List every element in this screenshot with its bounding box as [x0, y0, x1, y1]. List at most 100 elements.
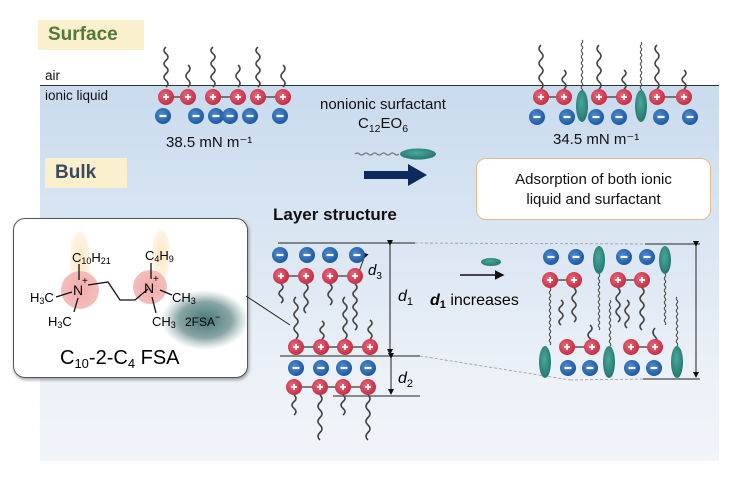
counterion-label: 2FSA− — [185, 312, 220, 329]
charge-left: + — [82, 276, 88, 287]
plus-icon — [352, 273, 358, 279]
plus-icon — [327, 273, 333, 279]
alkyl-chain — [303, 283, 309, 314]
alkyl-chain — [340, 394, 346, 416]
d1-label: d1 — [398, 288, 413, 308]
right-methyl-2: CH3 — [152, 314, 176, 330]
plus-icon — [639, 277, 645, 283]
plus-icon — [621, 94, 627, 100]
left-methyl-1: H3C — [30, 290, 54, 306]
cation-highlight-right — [133, 270, 167, 304]
d2-label: d2 — [398, 370, 413, 390]
plus-icon — [210, 94, 216, 100]
plus-icon — [596, 94, 602, 100]
surfactant-tail — [639, 41, 643, 93]
surfactant-head — [603, 346, 615, 378]
alkyl-chain — [293, 296, 299, 340]
plus-icon — [538, 94, 544, 100]
alkyl-chain — [681, 69, 687, 90]
surfactant-head — [576, 90, 588, 122]
alkyl-chain — [538, 44, 544, 90]
left-chain-formula: C10H21 — [72, 250, 111, 266]
surfactant-tail — [548, 287, 552, 346]
plus-icon — [342, 344, 348, 350]
plus-icon — [340, 384, 346, 390]
molecular-layers — [155, 39, 698, 441]
plus-icon — [293, 344, 299, 350]
plus-icon — [628, 344, 634, 350]
alkyl-chain — [596, 44, 602, 90]
adsorption-callout: Adsorption of both ionic liquid and surf… — [476, 158, 711, 220]
surfactant-head — [635, 90, 647, 122]
plus-icon — [571, 277, 577, 283]
alkyl-chain — [367, 319, 373, 340]
alkyl-chain — [342, 296, 348, 340]
alkyl-chain — [280, 64, 286, 88]
alkyl-chain — [624, 299, 630, 329]
fsa-anion-cloud — [161, 290, 249, 350]
alkyl-chain — [235, 64, 241, 88]
alkyl-chain — [319, 320, 325, 340]
surfactant-addition-arrow — [354, 148, 436, 186]
plus-icon — [367, 344, 373, 350]
ionic-liquid-label: ionic liquid — [45, 88, 109, 103]
alkyl-chain — [278, 283, 284, 304]
small-surfactant-icon — [481, 258, 501, 266]
alkyl-chain — [558, 299, 564, 326]
plus-icon — [280, 94, 286, 100]
plus-icon — [654, 94, 660, 100]
surfactant-name: nonionic surfactant — [320, 96, 446, 113]
d1-increase-arrow — [460, 258, 505, 280]
alkyl-chain — [352, 283, 358, 331]
bulk-tag: Bulk — [45, 158, 127, 188]
plus-icon — [291, 384, 297, 390]
plus-icon — [681, 94, 687, 100]
plus-icon — [303, 273, 309, 279]
surfactant-head — [671, 346, 683, 378]
plus-icon — [185, 94, 191, 100]
alkyl-chain — [654, 44, 660, 90]
leader-line — [245, 295, 291, 326]
right-methyl-1: CH3 — [172, 290, 196, 306]
alkyl-chain — [639, 287, 645, 331]
d1-increases-label: d1 increases — [430, 292, 519, 311]
nitrogen-right: N — [144, 280, 154, 296]
plus-icon — [561, 94, 567, 100]
surfactant-tail — [597, 273, 601, 331]
alkyl-chain — [317, 394, 323, 441]
alkyl-chain — [255, 46, 261, 88]
charge-right: + — [153, 274, 159, 285]
alkyl-chain — [210, 46, 216, 88]
plus-icon — [365, 384, 371, 390]
alkyl-chain — [327, 283, 333, 306]
plus-icon — [589, 344, 595, 350]
surfactant-icon — [400, 148, 436, 160]
surfactant-head — [539, 346, 551, 378]
surfactant-tail — [663, 273, 667, 326]
surface-tag: Surface — [38, 20, 144, 50]
surfactant-tail — [675, 296, 679, 347]
alkyl-chain — [615, 287, 621, 323]
cation-highlight-left — [61, 271, 99, 309]
surfactant-tail — [580, 39, 584, 93]
plus-icon — [278, 273, 284, 279]
surfactant-head — [659, 246, 671, 274]
alkyl-chain — [621, 69, 627, 90]
surfactant-formula: C12EO6 — [358, 115, 409, 135]
chain-highlight-right — [152, 230, 170, 280]
alkyl-chain — [561, 69, 567, 90]
alkyl-chain — [571, 287, 577, 323]
air-liquid-interface — [40, 85, 719, 86]
right-chain-formula: C4H9 — [145, 248, 174, 264]
big-arrow-shaft — [364, 171, 410, 179]
molecule-name: C10-2-C4 FSA — [60, 347, 180, 371]
plus-icon — [255, 94, 261, 100]
plus-icon — [652, 344, 658, 350]
plus-icon — [317, 384, 323, 390]
dimension-lines — [278, 240, 700, 397]
left-methyl-2: H3C — [48, 314, 72, 330]
nitrogen-left: N — [73, 282, 83, 298]
molecule-diagram: C10H21 C4H9 N + N + H3C H3C CH3 CH3 2FSA… — [30, 230, 249, 371]
air-label: air — [45, 68, 61, 83]
